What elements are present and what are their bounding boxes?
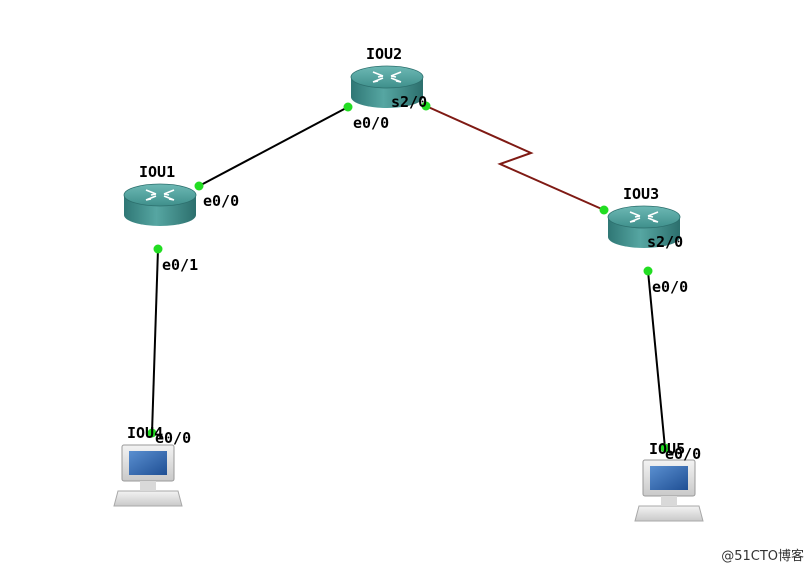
watermark-text: @51CTO博客 <box>721 548 804 564</box>
port-labels: e0/0 s2/0 e0/0 e0/1 s2/0 e0/0 e0/0 e0/0 <box>155 93 701 463</box>
node-label-iou5: IOU5 <box>649 440 685 458</box>
status-dot-iou1-e0-0 <box>194 181 204 191</box>
node-label-iou3: IOU3 <box>623 185 659 203</box>
status-dot-iou5-e0-0 <box>660 443 670 453</box>
router-iou2[interactable] <box>350 65 424 108</box>
port-label-iou2-e0-0: e0/0 <box>353 114 389 132</box>
monitor-screen-icon <box>650 466 688 490</box>
node-labels: IOU2 IOU1 IOU3 IOU4 IOU5 <box>127 45 685 458</box>
node-label-iou4: IOU4 <box>127 424 163 442</box>
port-label-iou2-s2-0: s2/0 <box>391 93 427 111</box>
port-label-iou3-s2-0: s2/0 <box>647 233 683 251</box>
router-iou3[interactable] <box>607 205 681 248</box>
port-label-iou4-e0-0: e0/0 <box>155 429 191 447</box>
links-layer <box>151 105 666 449</box>
host-iou5[interactable] <box>634 459 704 522</box>
port-label-iou1-e0-0: e0/0 <box>203 192 239 210</box>
router-iou1[interactable] <box>123 183 197 226</box>
port-label-iou5-e0-0: e0/0 <box>665 445 701 463</box>
monitor-screen-icon <box>129 451 167 475</box>
status-dot-iou3-s2-0 <box>599 205 609 215</box>
port-label-iou1-e0-1: e0/1 <box>162 256 198 274</box>
link-iou3-iou5[interactable] <box>647 270 666 449</box>
status-dot-iou2-s2-0 <box>421 101 431 111</box>
port-label-iou3-e0-0: e0/0 <box>652 278 688 296</box>
node-label-iou1: IOU1 <box>139 163 175 181</box>
link-iou1-iou2[interactable] <box>198 106 349 187</box>
status-dots <box>147 101 670 453</box>
router-arrows-icon <box>372 71 402 83</box>
node-label-iou2: IOU2 <box>366 45 402 63</box>
status-dot-iou1-e0-1 <box>153 244 163 254</box>
link-iou2-iou3-serial[interactable] <box>425 105 605 211</box>
status-dot-iou3-e0-0 <box>643 266 653 276</box>
router-arrows-icon <box>629 211 659 223</box>
router-arrows-icon <box>145 189 175 201</box>
status-dot-iou2-e0-0 <box>343 102 353 112</box>
link-iou1-iou4[interactable] <box>151 248 159 434</box>
host-iou4[interactable] <box>113 444 183 507</box>
status-dot-iou4-e0-0 <box>147 428 157 438</box>
